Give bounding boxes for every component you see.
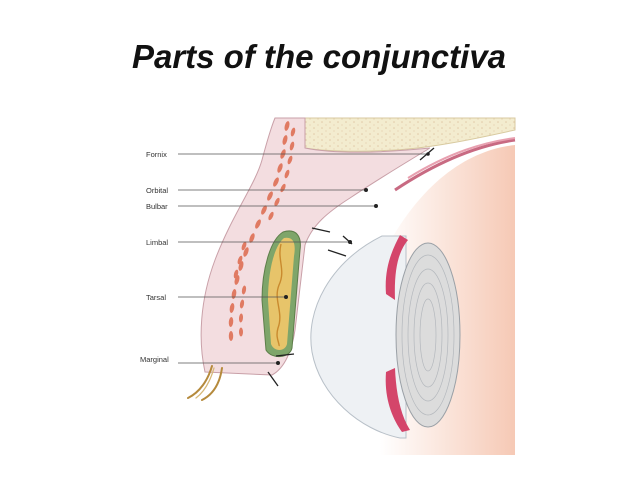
leader-lines: [178, 153, 428, 364]
boundary-ticks: [267, 147, 435, 387]
label-fornix: Fornix: [146, 150, 167, 159]
label-limbal: Limbal: [146, 238, 168, 247]
eyelashes: [187, 365, 223, 401]
label-tarsal: Tarsal: [146, 293, 166, 302]
cornea: [310, 235, 407, 439]
orbital-bone: [304, 117, 516, 152]
bulbar-marker: [374, 204, 378, 208]
tarsal-plate: [261, 230, 301, 357]
label-orbital: Orbital: [146, 186, 168, 195]
tarsal-marker: [284, 295, 288, 299]
leader-markers: [276, 152, 430, 365]
label-marginal: Marginal: [140, 355, 169, 364]
slide-title: Parts of the conjunctiva: [131, 38, 507, 75]
muscle-bands: [228, 121, 296, 341]
iris: [385, 235, 410, 432]
marginal-marker: [276, 361, 280, 365]
lens: [395, 242, 461, 428]
orbital-marker: [364, 188, 368, 192]
label-bulbar: Bulbar: [146, 202, 168, 211]
